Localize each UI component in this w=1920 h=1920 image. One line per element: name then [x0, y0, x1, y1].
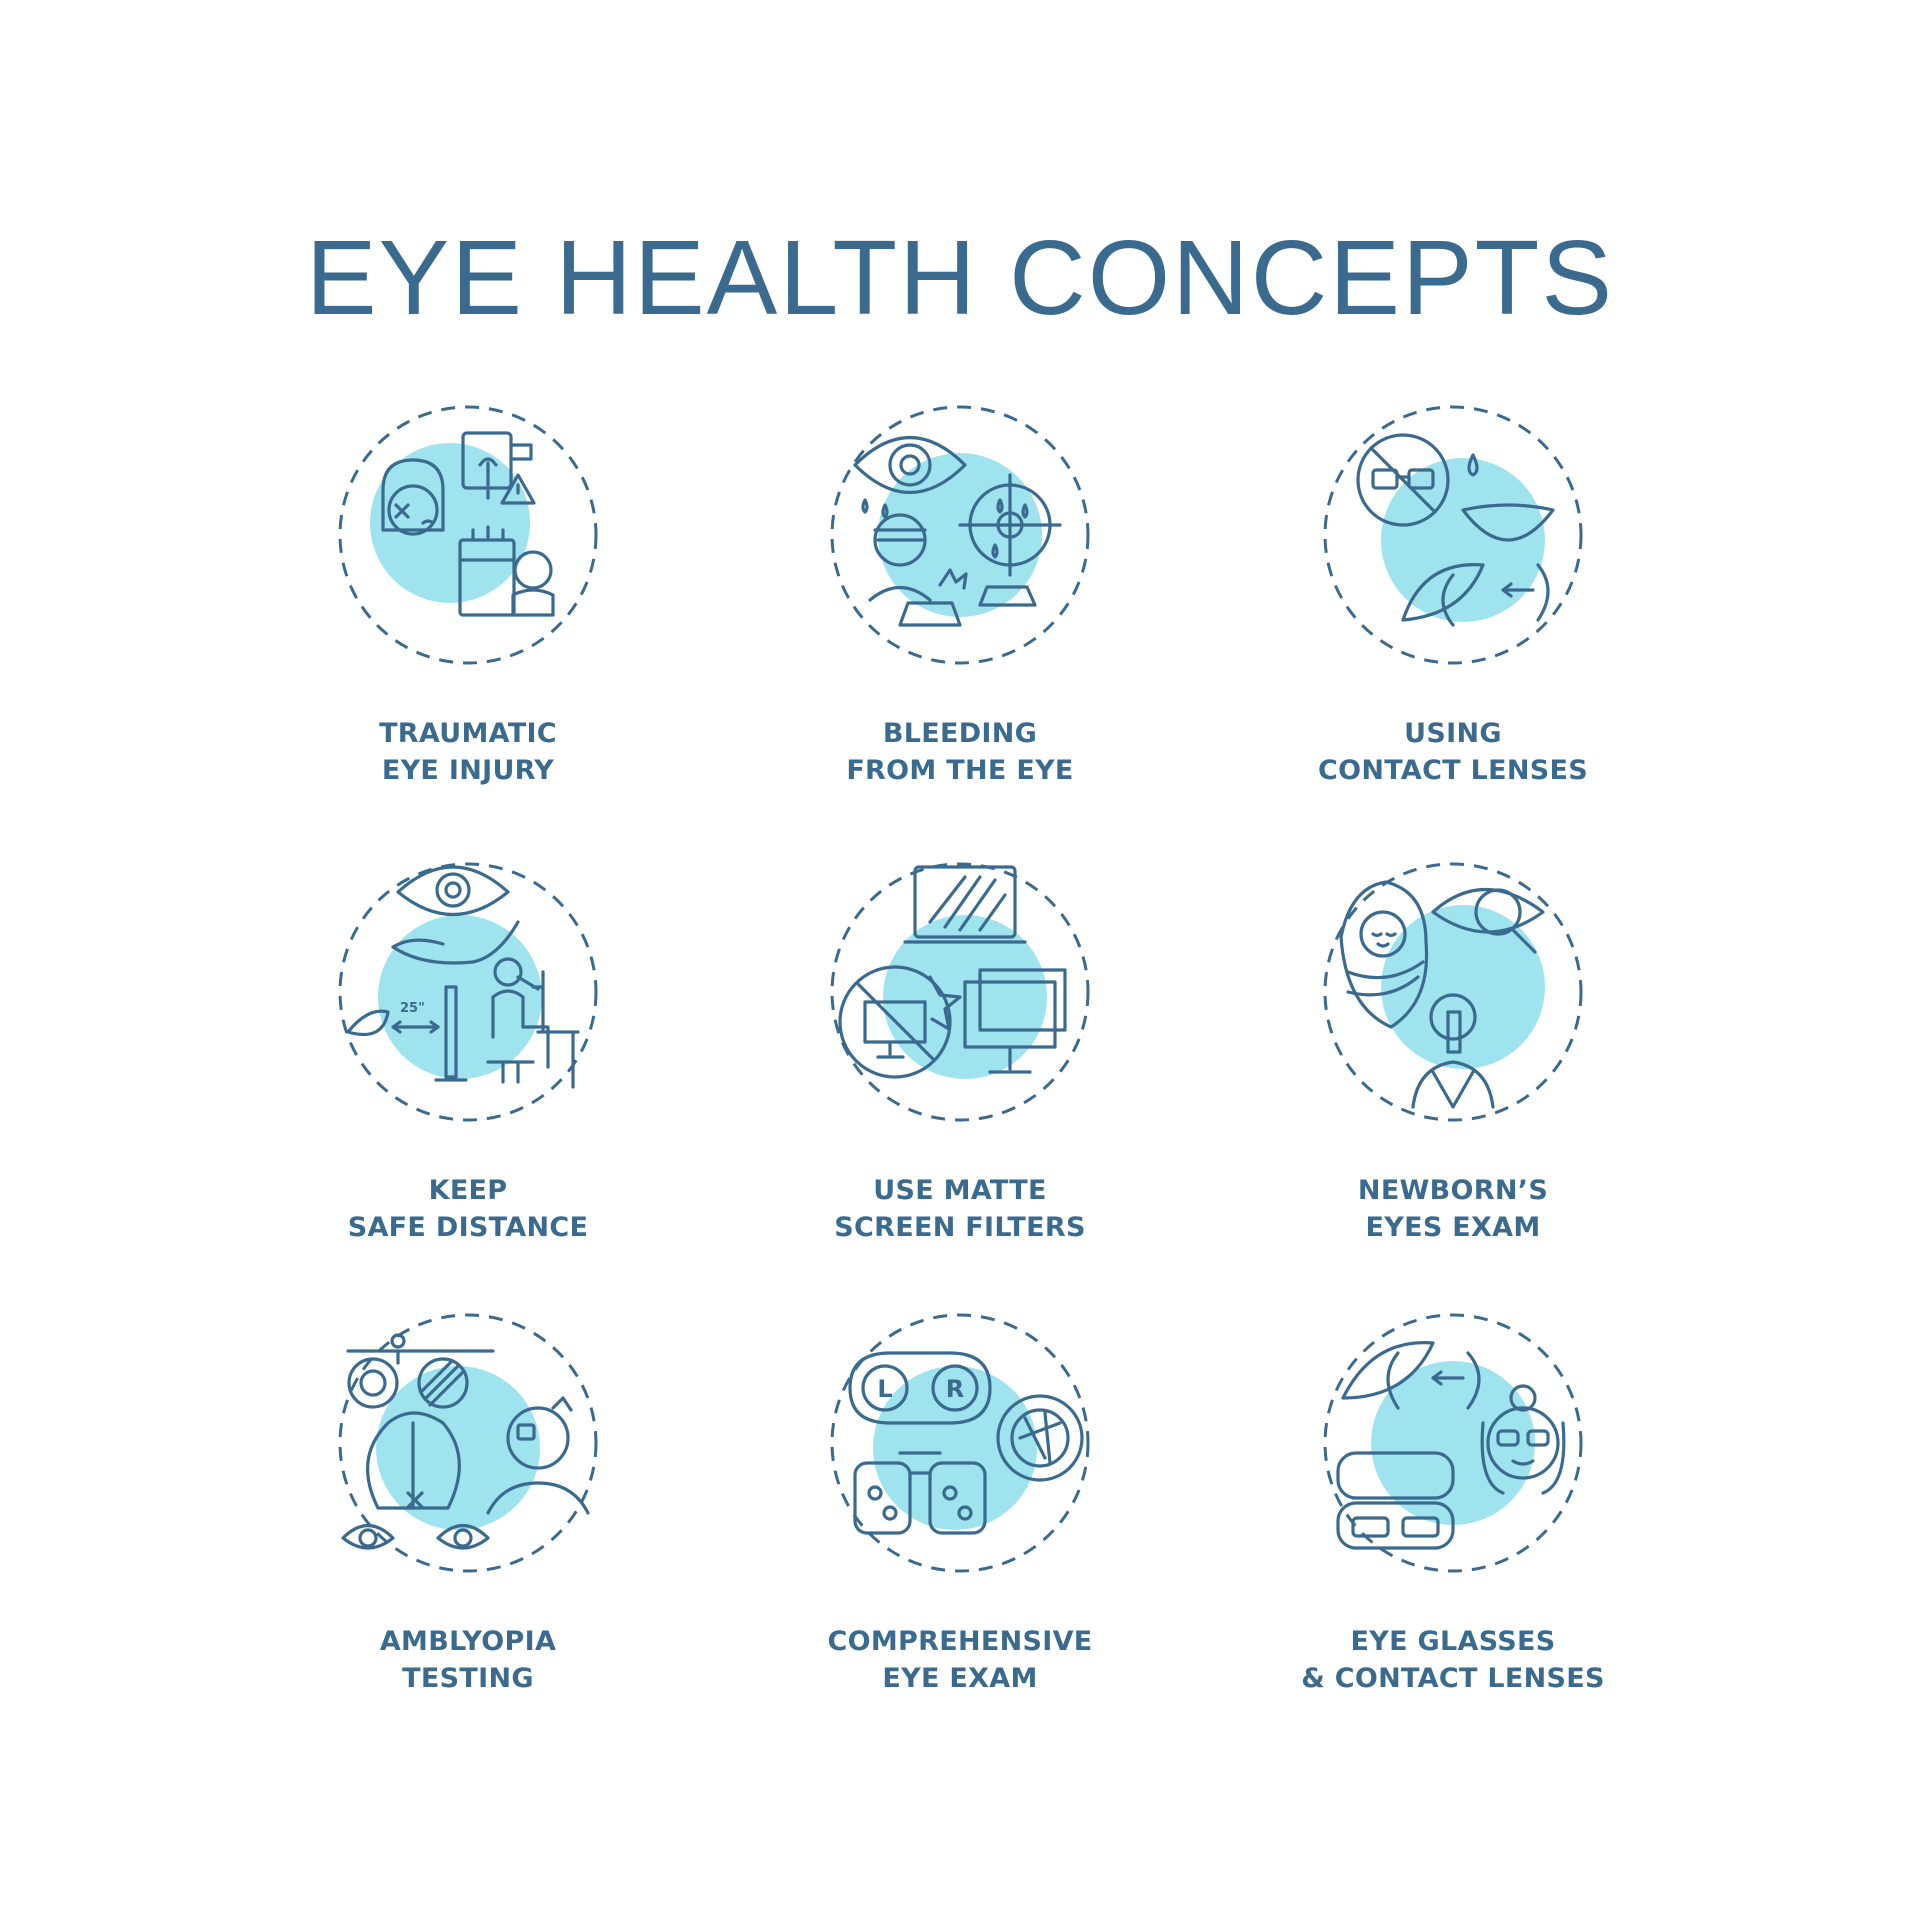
bleeding-eye-icon — [830, 405, 1090, 665]
concept-label: EYE GLASSES & CONTACT LENSES — [1301, 1626, 1605, 1694]
concept-label: TRAUMATIC EYE INJURY — [379, 718, 557, 786]
glasses-contacts-icon — [1323, 1313, 1583, 1573]
concept-label: USE MATTE SCREEN FILTERS — [834, 1175, 1086, 1243]
concept-card-newborns-eyes-exam: NEWBORN’S EYES EXAM — [1253, 862, 1653, 1282]
comprehensive-eye-exam-icon: L R — [830, 1313, 1090, 1573]
safe-distance-icon: 25" — [338, 862, 598, 1122]
contact-lenses-icon — [1323, 405, 1583, 665]
matte-screen-filter-icon — [830, 862, 1090, 1122]
concept-label: BLEEDING FROM THE EYE — [846, 718, 1074, 786]
left-lens-label: L — [877, 1375, 892, 1403]
concept-label: COMPREHENSIVE EYE EXAM — [827, 1626, 1093, 1694]
concept-label: NEWBORN’S EYES EXAM — [1357, 1175, 1549, 1243]
page-title: EYE HEALTH CONCEPTS — [305, 219, 1615, 337]
concept-card-bleeding-from-the-eye: BLEEDING FROM THE EYE — [760, 405, 1160, 825]
concept-card-using-contact-lenses: USING CONTACT LENSES — [1253, 405, 1653, 825]
right-lens-label: R — [946, 1375, 964, 1403]
newborn-eyes-exam-icon — [1323, 862, 1583, 1122]
concept-label: AMBLYOPIA TESTING — [379, 1626, 557, 1694]
distance-label: 25" — [400, 1001, 425, 1016]
concept-card-amblyopia-testing: AMBLYOPIA TESTING — [268, 1313, 668, 1733]
concept-card-keep-safe-distance: 25" KEEP SAFE DISTANCE — [268, 862, 668, 1282]
concept-label: USING CONTACT LENSES — [1318, 718, 1588, 786]
traumatic-eye-injury-icon — [338, 405, 598, 665]
concept-card-use-matte-screen-filters: USE MATTE SCREEN FILTERS — [760, 862, 1160, 1282]
concept-card-eye-glasses-contact-lenses: EYE GLASSES & CONTACT LENSES — [1253, 1313, 1653, 1733]
concept-card-comprehensive-eye-exam: L R COMPREHENSIVE EYE EXAM — [760, 1313, 1160, 1733]
concept-card-traumatic-eye-injury: TRAUMATIC EYE INJURY — [268, 405, 668, 825]
amblyopia-testing-icon — [338, 1313, 598, 1573]
concept-label: KEEP SAFE DISTANCE — [347, 1175, 589, 1243]
